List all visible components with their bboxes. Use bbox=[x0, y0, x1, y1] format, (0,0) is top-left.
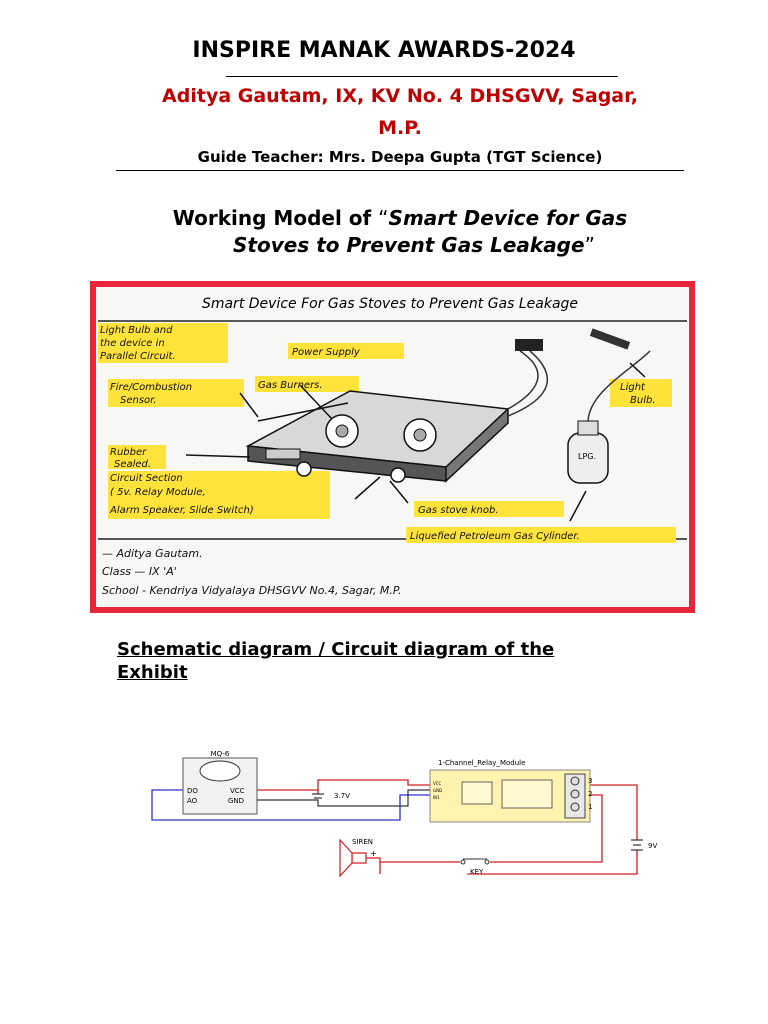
label-light-bulb-2: Bulb. bbox=[630, 395, 656, 406]
relay-pin-in: IN1 bbox=[433, 795, 440, 800]
circuit-diagram: MQ-6 DO AO VCC GND 3.7V 1-Channel_Relay_… bbox=[151, 750, 657, 878]
label-light-bulb-device-1: Light Bulb and bbox=[100, 325, 173, 336]
relay-pin-vcc: VCC bbox=[433, 781, 442, 786]
terminal-1: 1 bbox=[588, 803, 592, 811]
label-gas-burners: Gas Burners. bbox=[258, 380, 323, 391]
battery-3v7-label: 3.7V bbox=[334, 792, 350, 800]
model-title-line-1: Working Model of “Smart Device for Gas bbox=[100, 205, 700, 232]
label-fire-sensor-2: Sensor. bbox=[120, 395, 157, 406]
relay-module: 1-Channel_Relay_Module VCC GND IN1 3 2 1 bbox=[429, 759, 592, 823]
award-title: INSPIRE MANAK AWARDS-2024 bbox=[192, 38, 576, 63]
model-title-italic-2: Stoves to Prevent Gas Leakage bbox=[233, 233, 585, 257]
terminal-2: 2 bbox=[588, 790, 592, 798]
pin-do: DO bbox=[187, 787, 198, 795]
key-label: KEY bbox=[470, 868, 484, 876]
relay-pin-gnd: GND bbox=[433, 788, 442, 793]
close-quote: ” bbox=[584, 233, 595, 257]
pin-gnd: GND bbox=[228, 797, 244, 805]
key-switch: KEY bbox=[460, 858, 490, 876]
relay-label: 1-Channel_Relay_Module bbox=[438, 759, 525, 767]
label-lpg-cylinder: Liquefied Petroleum Gas Cylinder. bbox=[410, 531, 580, 542]
stove-drawing bbox=[245, 390, 510, 483]
schematic-heading-line-1: Schematic diagram / Circuit diagram of t… bbox=[117, 639, 555, 660]
siren-plus: + bbox=[370, 849, 377, 858]
pin-ao: AO bbox=[187, 797, 198, 805]
student-line-2: M.P. bbox=[378, 117, 422, 139]
sensor-label: MQ-6 bbox=[211, 750, 230, 758]
open-quote: “ bbox=[378, 206, 389, 230]
pin-vcc: VCC bbox=[230, 787, 245, 795]
label-rubber-1: Rubber bbox=[110, 447, 147, 458]
siren: SIREN + bbox=[339, 838, 377, 878]
guide-underline bbox=[116, 170, 684, 171]
guide-teacher: Guide Teacher: Mrs. Deepa Gupta (TGT Sci… bbox=[197, 148, 603, 166]
label-light-bulb-1: Light bbox=[620, 382, 646, 393]
label-rubber-2: Sealed. bbox=[114, 459, 151, 470]
model-title: Working Model of “Smart Device for Gas S… bbox=[100, 205, 700, 259]
student-info: Aditya Gautam, IX, KV No. 4 DHSGVV, Saga… bbox=[100, 80, 700, 144]
label-circuit-2: ( 5v. Relay Module, bbox=[110, 487, 206, 498]
battery-9v-label: 9V bbox=[648, 842, 657, 850]
label-light-bulb-device-3: Parallel Circuit. bbox=[100, 351, 176, 362]
label-light-bulb-device-2: the device in bbox=[100, 338, 165, 349]
mq6-sensor: MQ-6 DO AO VCC GND bbox=[182, 750, 258, 815]
schematic-heading-line-2: Exhibit bbox=[117, 662, 188, 683]
credit-class: Class — IX 'A' bbox=[102, 565, 177, 578]
label-circuit-1: Circuit Section bbox=[110, 473, 183, 484]
label-gas-knob: Gas stove knob. bbox=[418, 505, 499, 516]
credit-name: — Aditya Gautam. bbox=[102, 547, 203, 560]
model-title-italic-1: Smart Device for Gas bbox=[388, 206, 628, 230]
label-power-supply: Power Supply bbox=[292, 347, 361, 358]
label-circuit-3: Alarm Speaker, Slide Switch) bbox=[109, 505, 254, 516]
label-fire-sensor-1: Fire/Combustion bbox=[110, 382, 192, 393]
model-photo: Smart Device For Gas Stoves to Prevent G… bbox=[90, 281, 695, 613]
model-title-line-2: Stoves to Prevent Gas Leakage” bbox=[100, 232, 700, 259]
credit-school: School - Kendriya Vidyalaya DHSGVV No.4,… bbox=[102, 584, 402, 597]
title-underline bbox=[226, 76, 618, 77]
student-line-1: Aditya Gautam, IX, KV No. 4 DHSGVV, Saga… bbox=[162, 85, 638, 107]
siren-label: SIREN bbox=[352, 838, 373, 846]
schematic-heading: Schematic diagram / Circuit diagram of t… bbox=[117, 638, 657, 684]
lpg-cylinder-drawing: LPG. bbox=[567, 420, 609, 484]
photo-chart-title: Smart Device For Gas Stoves to Prevent G… bbox=[202, 296, 578, 312]
terminal-3: 3 bbox=[588, 777, 592, 785]
lpg-tag: LPG. bbox=[578, 452, 596, 461]
model-title-prefix: Working Model of bbox=[172, 206, 379, 230]
